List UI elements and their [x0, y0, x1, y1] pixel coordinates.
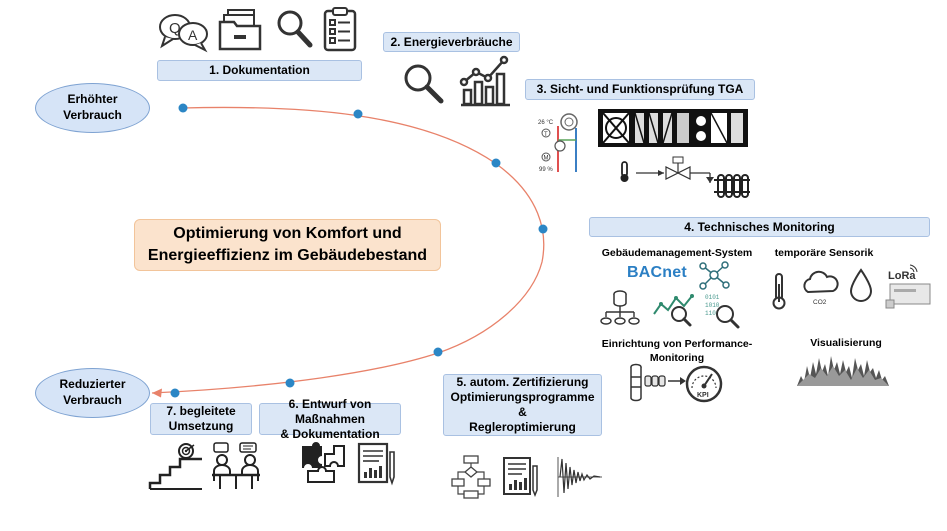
end-line1: Reduzierter — [59, 377, 126, 392]
bits-row-1: 0101 — [705, 294, 720, 301]
start-ellipse: Erhöhter Verbrauch — [35, 83, 150, 133]
gms-heading: Gebäudemanagement-System — [601, 247, 753, 259]
magnifier-icon — [277, 10, 313, 48]
tga-m: M — [544, 156, 549, 162]
radiator-icon — [714, 174, 750, 198]
step-1-label: 1. Dokumentation — [209, 63, 310, 77]
perf-line1: Einrichtung von Performance- — [601, 338, 753, 350]
start-line2: Verbrauch — [63, 108, 122, 122]
perf-line2: Monitoring — [649, 351, 705, 364]
thermometer-icon — [620, 161, 629, 182]
kpi-label: KPI — [697, 392, 709, 399]
lora-sensor-icon: LoRa — [885, 264, 931, 309]
step-6-line2: & Dokumentation — [280, 426, 380, 441]
report-icon — [357, 442, 395, 486]
thermometer-icon — [772, 273, 786, 310]
database-icon — [600, 290, 640, 325]
step-5-box: 5. autom. Zertifizierung Optimierungspro… — [443, 374, 602, 436]
step-7-line1: 7. begleitete — [166, 404, 236, 418]
center-line2: Energieeffizienz im Gebäudebestand — [147, 247, 428, 264]
checklist-icon — [323, 7, 357, 52]
curve-node — [353, 109, 363, 119]
step-3-box: 3. Sicht- und Funktionsprüfung TGA — [525, 79, 755, 100]
stairs-target-icon — [148, 443, 202, 490]
end-ellipse: Reduzierter Verbrauch — [35, 368, 150, 418]
drop-icon — [849, 268, 873, 302]
hvac-schematic-icon: 26 °C 99 % T M — [538, 113, 578, 173]
curve-node — [538, 224, 548, 234]
magnifier-icon — [404, 64, 444, 104]
curve-node — [285, 378, 295, 388]
tga-hum: 99 % — [539, 167, 553, 173]
air-handling-unit-icon — [598, 109, 748, 147]
qa-icon: Q A — [159, 14, 208, 53]
curve-node — [178, 103, 188, 113]
valve-icon — [636, 156, 714, 183]
step-6-box: 6. Entwurf von Maßnahmen & Dokumentation — [259, 397, 401, 441]
step-6-line1: 6. Entwurf von Maßnahmen — [288, 396, 372, 426]
svg-text:Q: Q — [169, 20, 181, 37]
flowchart-icon — [451, 455, 491, 499]
network-icon — [699, 261, 730, 290]
bits-row-3: 1101 — [705, 310, 720, 317]
step-2-box: 2. Energieverbräuche — [383, 32, 520, 52]
analytics-icon — [653, 294, 694, 327]
svg-text:A: A — [188, 27, 198, 43]
step-7-box: 7. begleitete Umsetzung — [150, 403, 252, 435]
center-line1: Optimierung von Komfort und — [173, 224, 402, 242]
bar-chart-icon — [459, 55, 510, 107]
report-icon — [503, 457, 538, 498]
curve-node — [491, 158, 501, 168]
tga-temp: 26 °C — [538, 120, 554, 126]
puzzle-icon — [302, 442, 345, 483]
step-5-line4: Regleroptimierung — [469, 420, 576, 434]
bacnet-logo: BACnet — [627, 264, 687, 281]
end-line2: Verbrauch — [63, 393, 122, 407]
step-5-line2: Optimierungsprogramme — [450, 390, 595, 404]
vis-heading: Visualisierung — [810, 337, 882, 349]
step-4-label: 4. Technisches Monitoring — [684, 219, 835, 234]
tga-t: T — [544, 132, 548, 138]
curve-node — [170, 388, 180, 398]
lora-label: LoRa — [888, 270, 916, 282]
waveform-icon — [797, 356, 889, 386]
sensor-kpi-icon: KPI — [630, 363, 723, 403]
start-line1: Erhöhter — [67, 92, 118, 107]
perf-heading: Einrichtung von Performance- Monitoring — [596, 338, 758, 365]
folder-icon — [218, 9, 262, 51]
curve-node — [433, 347, 443, 357]
bits-row-2: 1010 — [705, 302, 720, 309]
step-2-label: 2. Energieverbräuche — [390, 34, 513, 49]
cloud-icon: CO2 — [803, 270, 839, 306]
step-7-line2: Umsetzung — [168, 419, 234, 433]
center-title: Optimierung von Komfort und Energieeffiz… — [134, 219, 441, 271]
step-3-label: 3. Sicht- und Funktionsprüfung TGA — [536, 82, 744, 96]
code-search-icon: 0101 1010 1101 — [705, 294, 740, 329]
meeting-icon — [212, 442, 260, 489]
step-5-line1: 5. autom. Zertifizierung — [456, 375, 589, 389]
co2-label: CO2 — [813, 299, 827, 306]
step-4-box: 4. Technisches Monitoring — [589, 217, 930, 237]
step-5-line3: & — [518, 405, 527, 419]
oscillation-icon — [557, 457, 602, 497]
step-1-box: 1. Dokumentation — [157, 60, 362, 81]
sensorik-heading: temporäre Sensorik — [774, 247, 874, 259]
